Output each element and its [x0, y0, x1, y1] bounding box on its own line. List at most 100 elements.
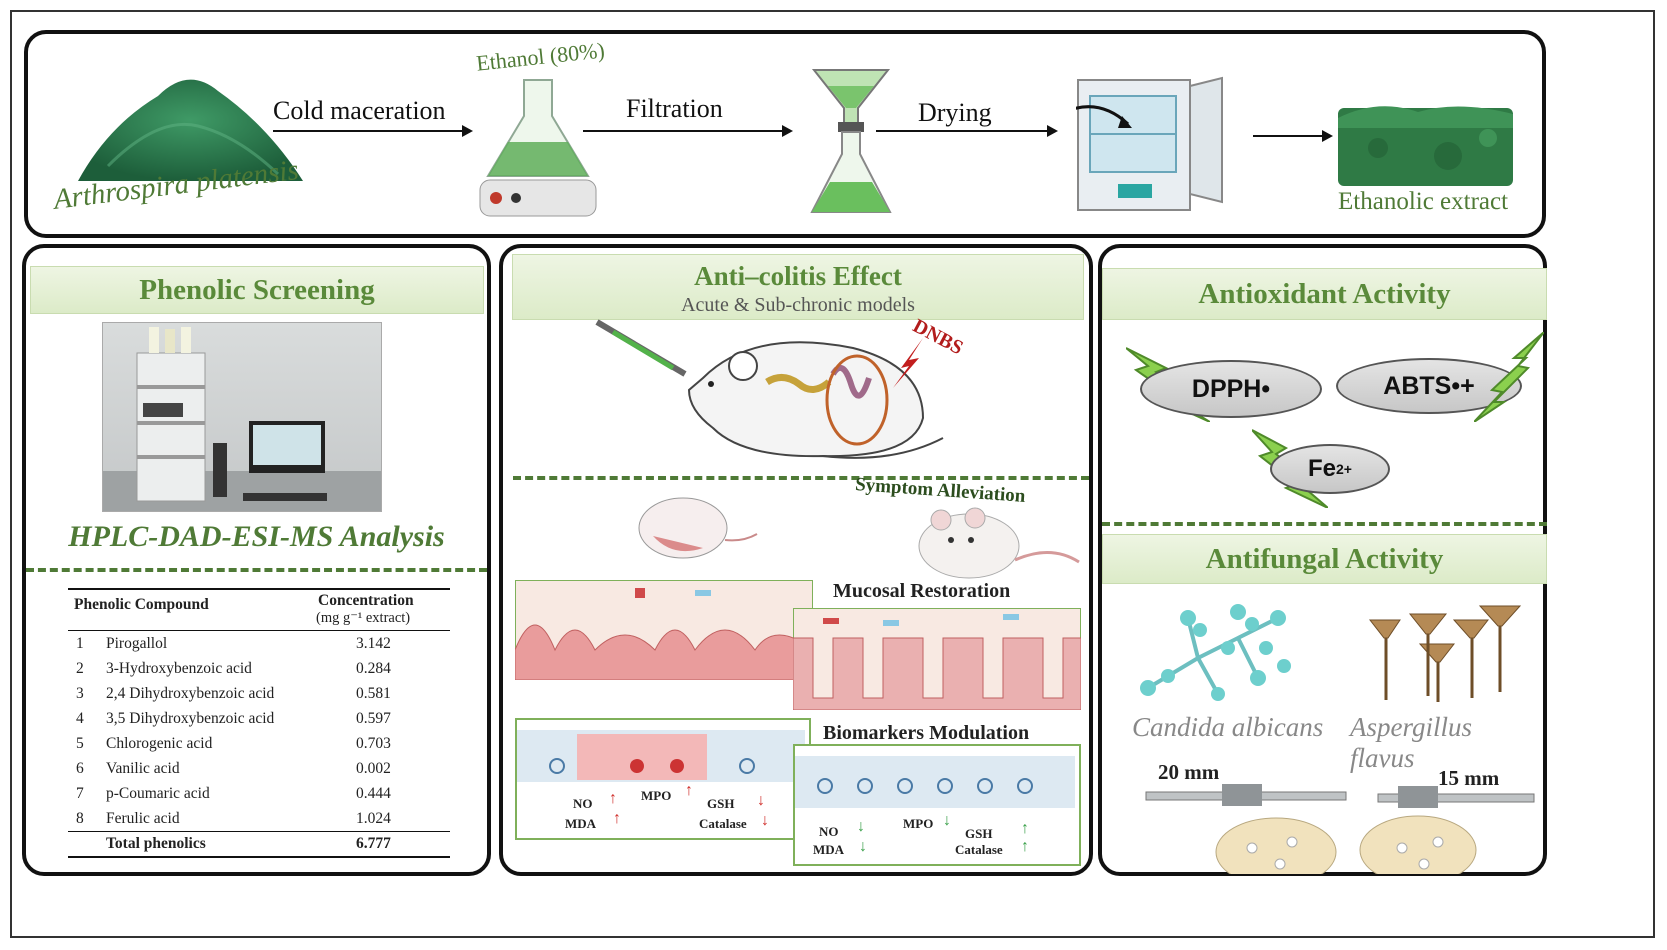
arrow-4-head [1322, 130, 1333, 142]
table-header-compound: Phenolic Compound [74, 596, 209, 613]
table-row: 2 3-Hydroxybenzoic acid 0.284 [68, 656, 450, 681]
row-number: 4 [76, 710, 84, 727]
total-value: 6.777 [356, 835, 391, 852]
left-gsh-down: ↓ [757, 792, 765, 809]
treated-epithelium-icon [795, 756, 1075, 808]
colitis-title-band: Anti–colitis Effect Acute & Sub-chronic … [512, 254, 1084, 320]
filtration-funnel-icon [810, 69, 892, 213]
left-mda: MDA [565, 816, 597, 831]
compound-concentration: 1.024 [356, 810, 391, 827]
aspergillus-label: Aspergillus flavus [1350, 712, 1473, 773]
damaged-mucosa-icon [515, 580, 813, 680]
right-mpo: MPO [903, 816, 934, 831]
colitis-panel: Anti–colitis Effect Acute & Sub-chronic … [499, 244, 1093, 876]
disease-epithelium-icon [517, 730, 805, 782]
arrow-4 [1253, 135, 1323, 137]
right-no: NO [819, 824, 839, 839]
arrow-3-head [1047, 125, 1058, 137]
table-row: 8 Ferulic acid 1.024 [68, 806, 450, 831]
table-header-concentration: Concentration [318, 592, 414, 609]
row-number: 7 [76, 785, 84, 802]
phenolic-divider [26, 568, 487, 572]
right-mpo-down: ↓ [943, 812, 951, 829]
arrow-2-head [782, 125, 793, 137]
right-gsh-up: ↑ [1021, 820, 1029, 837]
biomarker-card-treated: NO ↓ MDA ↓ MPO ↓ GSH ↑ Catalase ↑ [793, 744, 1081, 866]
left-catalase-down: ↓ [761, 812, 769, 829]
bolt-icon-abts [1474, 332, 1544, 422]
product-label: Ethanolic extract [1338, 188, 1509, 215]
row-number: 3 [76, 685, 84, 702]
right-no-down: ↓ [857, 818, 865, 835]
biomarkers-label: Biomarkers Modulation [823, 722, 1030, 744]
table-header-unit: (mg g⁻¹ extract) [316, 610, 411, 626]
phenolic-panel: Phenolic Screening HPLC-DAD-ESI-MS Analy… [22, 244, 491, 876]
table-row: 6 Vanilic acid 0.002 [68, 756, 450, 781]
left-gsh: GSH [707, 796, 735, 811]
right-catalase: Catalase [955, 842, 1003, 857]
antifungal-title: Antifungal Activity [1102, 534, 1547, 584]
left-no-up: ↑ [609, 790, 617, 807]
total-label: Total phenolics [106, 835, 206, 852]
table-row: 5 Chlorogenic acid 0.703 [68, 731, 450, 756]
compound-name: 3-Hydroxybenzoic acid [106, 660, 252, 677]
row-number: 8 [76, 810, 84, 827]
arrow-2 [583, 130, 783, 132]
step-drying: Drying [918, 98, 992, 127]
mucosal-label: Mucosal Restoration [833, 580, 1011, 602]
flask-stirrer-icon [479, 79, 597, 217]
antioxidant-title: Antioxidant Activity [1102, 268, 1547, 320]
sick-mouse-icon [638, 497, 758, 559]
left-mpo-up: ↑ [685, 782, 693, 799]
extract-powder-icon [1338, 106, 1513, 186]
caliper-plate-aspergillus [1359, 786, 1535, 874]
compound-concentration: 0.597 [356, 710, 391, 727]
biomarker-card-disease: NO ↑ MDA ↑ MPO ↑ GSH ↓ Catalase ↓ [515, 718, 811, 840]
arrow-1-head [462, 125, 473, 137]
abts-label: ABTS•+ [1383, 371, 1475, 400]
table-total-row: Total phenolics 6.777 [68, 831, 450, 858]
zone-aspergillus: 15 mm [1438, 766, 1500, 790]
healthy-mouse-icon [918, 507, 1080, 579]
compound-name: Ferulic acid [106, 810, 180, 827]
right-mda-down: ↓ [859, 838, 867, 855]
right-catalase-up: ↑ [1021, 838, 1029, 855]
row-number: 1 [76, 635, 84, 652]
restored-mucosa-icon [793, 608, 1081, 710]
right-mda: MDA [813, 842, 845, 857]
left-mpo: MPO [641, 788, 672, 803]
compound-name: p-Coumaric acid [106, 785, 210, 802]
phenolic-title: Phenolic Screening [30, 266, 484, 314]
compound-concentration: 0.002 [356, 760, 391, 777]
right-gsh: GSH [965, 826, 993, 841]
compound-name: Vanilic acid [106, 760, 180, 777]
outer-frame [10, 10, 1655, 938]
colitis-divider [513, 476, 1089, 480]
solvent-label: Ethanol (80%) [474, 37, 606, 76]
compound-name: 2,4 Dihydroxybenzoic acid [106, 685, 275, 702]
compound-concentration: 0.703 [356, 735, 391, 752]
hplc-instrument-icon [103, 327, 381, 511]
left-no: NO [573, 796, 593, 811]
row-number: 2 [76, 660, 84, 677]
hplc-photo [102, 322, 382, 512]
drying-oven-icon [1076, 76, 1223, 211]
dpph-assay: DPPH• [1140, 360, 1322, 418]
row-number: 5 [76, 735, 84, 752]
spirulina-powder-icon [78, 79, 303, 181]
compound-concentration: 0.284 [356, 660, 391, 677]
compound-name: Pirogallol [106, 635, 168, 652]
row-number: 6 [76, 760, 84, 777]
step-cold-maceration: Cold maceration [273, 96, 446, 125]
left-mda-up: ↑ [613, 810, 621, 827]
compound-name: Chlorogenic acid [106, 735, 213, 752]
zone-candida: 20 mm [1158, 760, 1220, 784]
rat-injection-icon [595, 319, 944, 459]
